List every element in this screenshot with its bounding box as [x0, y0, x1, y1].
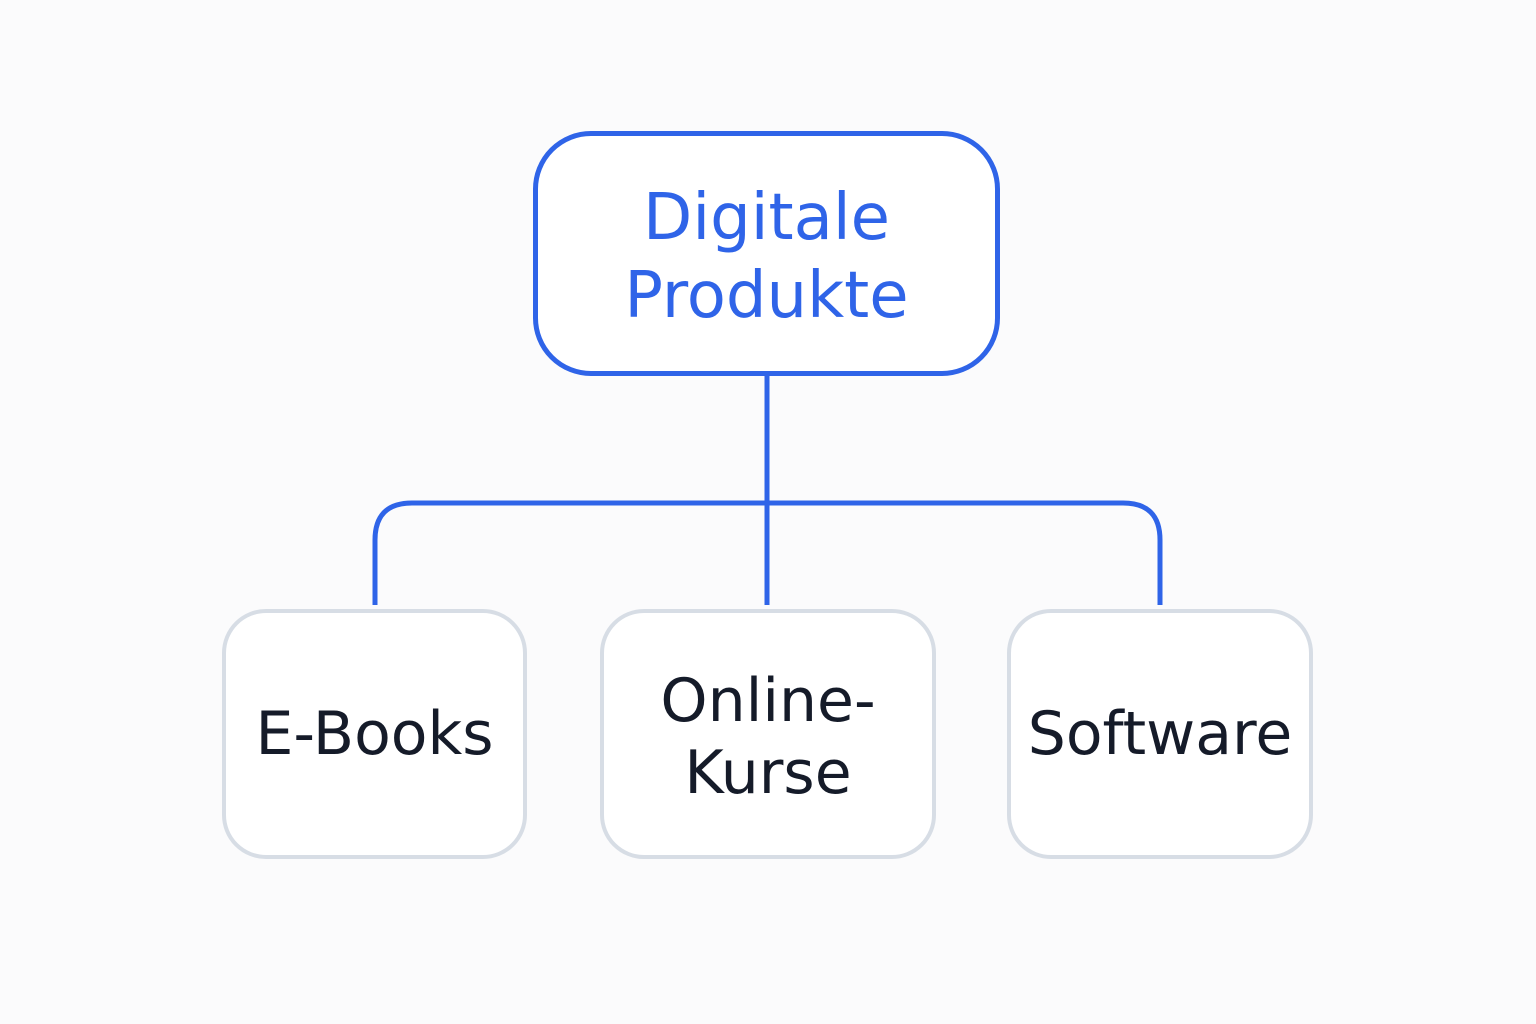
root-node: Digitale Produkte: [533, 131, 1000, 376]
child-node-online-kurse: Online- Kurse: [600, 609, 936, 859]
child-node-label: E-Books: [255, 699, 494, 769]
child-node-label: Online- Kurse: [660, 666, 876, 808]
connector-branch-right: [767, 500, 1163, 605]
connector-branch-left: [372, 500, 767, 605]
child-node-software: Software: [1007, 609, 1313, 859]
child-node-label: Software: [1027, 699, 1293, 769]
root-node-label: Digitale Produkte: [624, 180, 909, 333]
child-node-ebooks: E-Books: [222, 609, 527, 859]
